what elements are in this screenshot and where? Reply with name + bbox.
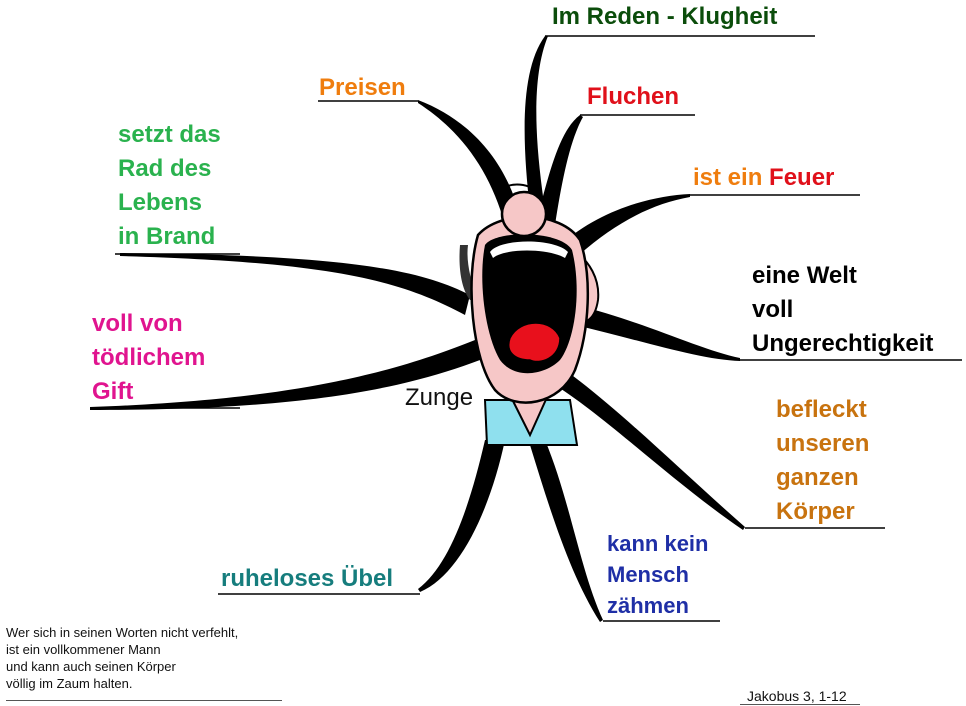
branch-label-preisen: Preisen bbox=[319, 71, 406, 105]
label-line: befleckt bbox=[776, 396, 867, 423]
label-line: zähmen bbox=[607, 593, 689, 618]
quote-underline bbox=[6, 700, 282, 701]
scripture-reference: Jakobus 3, 1-12 bbox=[747, 688, 847, 704]
quote-line: Wer sich in seinen Worten nicht verfehlt… bbox=[6, 625, 239, 640]
label-line: unseren bbox=[776, 430, 870, 457]
label-line: Gift bbox=[92, 378, 134, 405]
label-underlines bbox=[90, 35, 962, 622]
label-line: Im Reden - Klugheit bbox=[552, 3, 778, 30]
branch-label-feuer: ist ein Feuer bbox=[693, 161, 834, 195]
branch-rad bbox=[120, 253, 470, 315]
branch-klugheit bbox=[524, 36, 548, 210]
branch-koerper bbox=[555, 370, 745, 530]
branch-preisen bbox=[418, 100, 520, 225]
branch-label-gift: voll von tödlichem Gift bbox=[92, 307, 205, 409]
label-line: eine Welt bbox=[752, 262, 857, 289]
quote-line: ist ein vollkommener Mann bbox=[6, 642, 161, 657]
label-line: tödlichem bbox=[92, 344, 206, 371]
label-line: ruheloses Übel bbox=[221, 565, 394, 592]
quote-line: völlig im Zaum halten. bbox=[6, 676, 133, 691]
label-highlight: Feuer bbox=[769, 164, 835, 191]
branch-label-koerper: befleckt unseren ganzen Körper bbox=[776, 393, 869, 529]
label-line: Ungerechtigkeit bbox=[752, 330, 934, 357]
branch-welt bbox=[575, 305, 740, 361]
reference-underline bbox=[740, 704, 860, 705]
branch-label-uebel: ruheloses Übel bbox=[221, 562, 393, 596]
quote-line: und kann auch seinen Körper bbox=[6, 659, 176, 674]
label-line: voll bbox=[752, 296, 794, 323]
label-line: Mensch bbox=[607, 562, 689, 587]
branch-label-klugheit: Im Reden - Klugheit bbox=[552, 0, 777, 34]
branch-fluchen bbox=[538, 115, 583, 225]
branch-label-fluchen: Fluchen bbox=[587, 80, 679, 114]
label-line: kann kein bbox=[607, 531, 709, 556]
label-line: Lebens bbox=[118, 189, 203, 216]
branch-label-welt: eine Welt voll Ungerechtigkeit bbox=[752, 259, 933, 361]
branch-gift bbox=[90, 340, 480, 410]
label-line: setzt das bbox=[118, 121, 221, 148]
screaming-face-icon bbox=[459, 183, 600, 446]
label-line: voll von bbox=[92, 310, 183, 337]
label-prefix: ist ein bbox=[693, 164, 770, 191]
branch-label-mensch: kann kein Mensch zähmen bbox=[607, 528, 708, 621]
branch-mensch bbox=[530, 440, 603, 622]
branch-uebel bbox=[418, 440, 505, 592]
label-line: Körper bbox=[776, 498, 855, 525]
label-line: Preisen bbox=[319, 74, 406, 101]
label-line: Rad des bbox=[118, 155, 212, 182]
branch-strokes bbox=[90, 36, 745, 622]
label-line: ganzen bbox=[776, 464, 859, 491]
bible-quote: Wer sich in seinen Worten nicht verfehlt… bbox=[6, 624, 238, 692]
branch-label-rad: setzt das Rad des Lebens in Brand bbox=[118, 118, 221, 254]
center-label: Zunge bbox=[405, 384, 474, 411]
label-line: Fluchen bbox=[587, 83, 680, 110]
label-line: in Brand bbox=[118, 223, 216, 250]
